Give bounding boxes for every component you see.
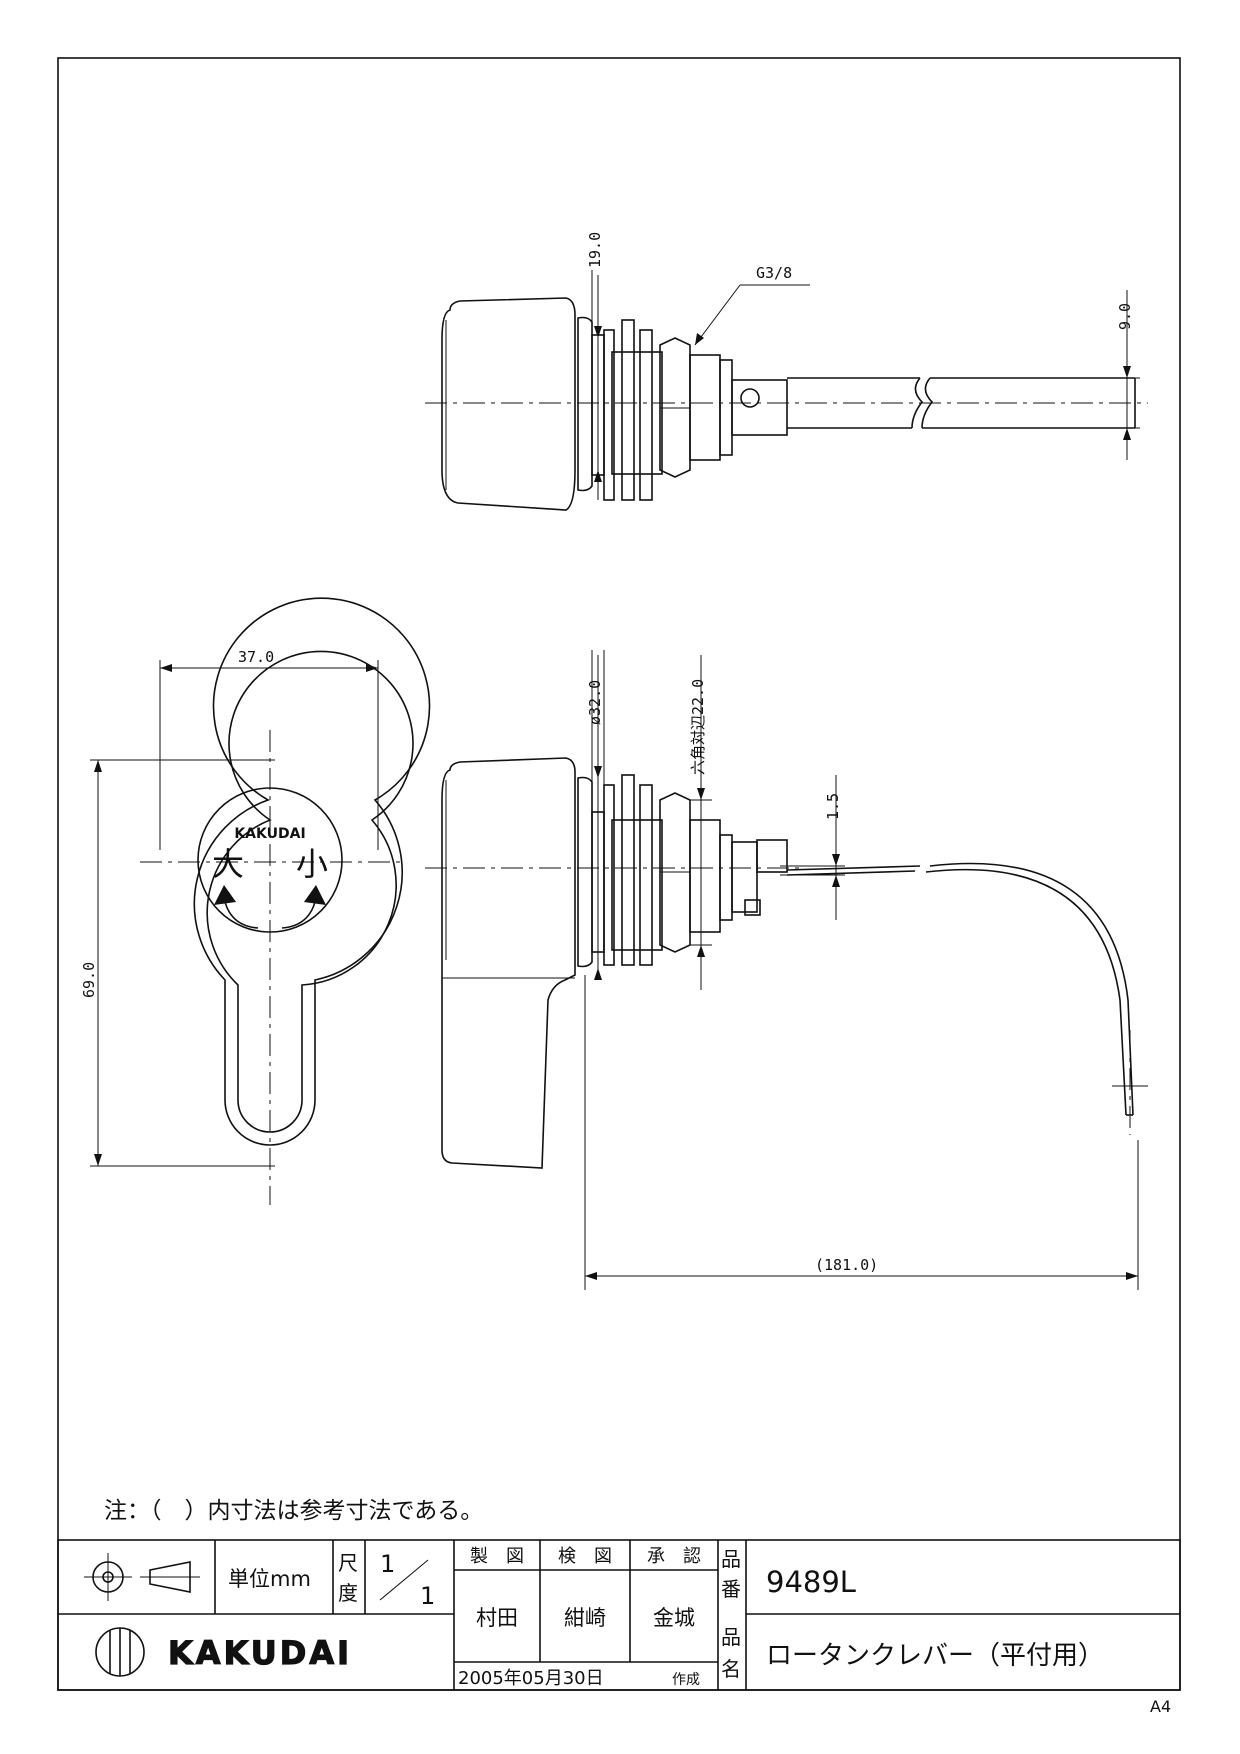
- part-number: 9489L: [766, 1565, 856, 1599]
- scale-numerator: 1: [380, 1550, 395, 1578]
- part-no-label-2: 番: [721, 1577, 741, 1601]
- part-no-label-1: 品: [721, 1547, 741, 1571]
- lever-small: 小: [296, 845, 328, 883]
- dim-hex22: 六角対辺22.0: [689, 679, 707, 775]
- part-name-label-2: 名: [721, 1657, 741, 1681]
- part-name-label-1: 品: [721, 1625, 741, 1649]
- name-checked: 紺崎: [564, 1606, 606, 1630]
- kakudai-logo: KAKUDAI: [95, 1627, 352, 1677]
- scale-label-2: 度: [338, 1581, 358, 1605]
- scale-label-1: 尺: [338, 1551, 358, 1575]
- unit-label: 単位mm: [228, 1567, 311, 1591]
- name-drafted: 村田: [476, 1606, 518, 1630]
- drawing-date: 2005年05月30日: [458, 1668, 604, 1689]
- dim-9: 9.0: [1116, 303, 1134, 330]
- dim-37: 37.0: [238, 648, 274, 666]
- role-checked: 検 図: [558, 1546, 612, 1567]
- created-label: 作成: [672, 1672, 700, 1688]
- title-block: 単位mm 尺 度 1 1 製 図 検 図 承 認 村田 紺崎 金城 2005年0…: [57, 1539, 1181, 1691]
- note-text: 注：（ ）内寸法は参考寸法である。: [104, 1498, 483, 1524]
- lever-big: 大: [212, 845, 244, 883]
- dim-69: 69.0: [80, 962, 98, 998]
- role-drafted: 製 図: [470, 1546, 524, 1567]
- paper-size: A4: [1150, 1697, 1171, 1716]
- scale-denominator: 1: [420, 1582, 435, 1610]
- dim-phi32: ø32.0: [586, 680, 604, 725]
- name-approved: 金城: [653, 1606, 695, 1630]
- rotate-arrow-icons: [214, 885, 326, 929]
- dim-1-5: 1.5: [824, 793, 842, 820]
- dim-g38: G3/8: [756, 264, 792, 282]
- front-view: KAKUDAI 大 小 37.0 69.0: [80, 597, 431, 1205]
- part-name: ロータンクレバー（平付用）: [766, 1641, 1104, 1671]
- bottom-side-view: ø32.0 六角対辺22.0 1.5 (181.0): [425, 650, 1148, 1290]
- dim-19: 19.0: [586, 232, 604, 268]
- dim-181: (181.0): [815, 1256, 878, 1274]
- projection-symbol-icon: [84, 1553, 200, 1601]
- company-name: KAKUDAI: [168, 1634, 352, 1672]
- role-approved: 承 認: [647, 1546, 701, 1567]
- top-side-view: 19.0 G3/8 9.0: [425, 232, 1148, 511]
